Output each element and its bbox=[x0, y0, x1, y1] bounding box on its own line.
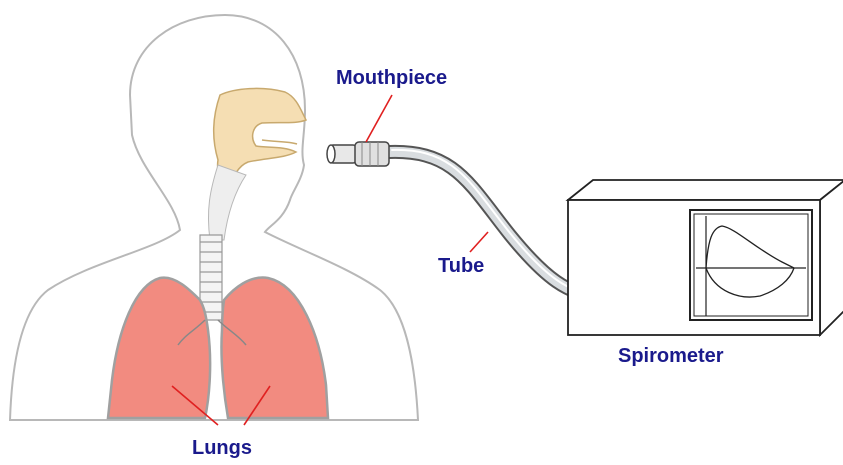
tube-label: Tube bbox=[438, 255, 484, 277]
mouthpiece-icon bbox=[327, 142, 389, 166]
spirometer-label: Spirometer bbox=[618, 345, 724, 367]
tube-pointer bbox=[470, 232, 488, 252]
flow-volume-curve-icon bbox=[690, 210, 812, 320]
mouthpiece-pointer bbox=[366, 95, 392, 142]
mouthpiece-label: Mouthpiece bbox=[336, 67, 447, 89]
lungs-label: Lungs bbox=[192, 437, 252, 459]
spirometer-device-icon bbox=[568, 180, 843, 335]
